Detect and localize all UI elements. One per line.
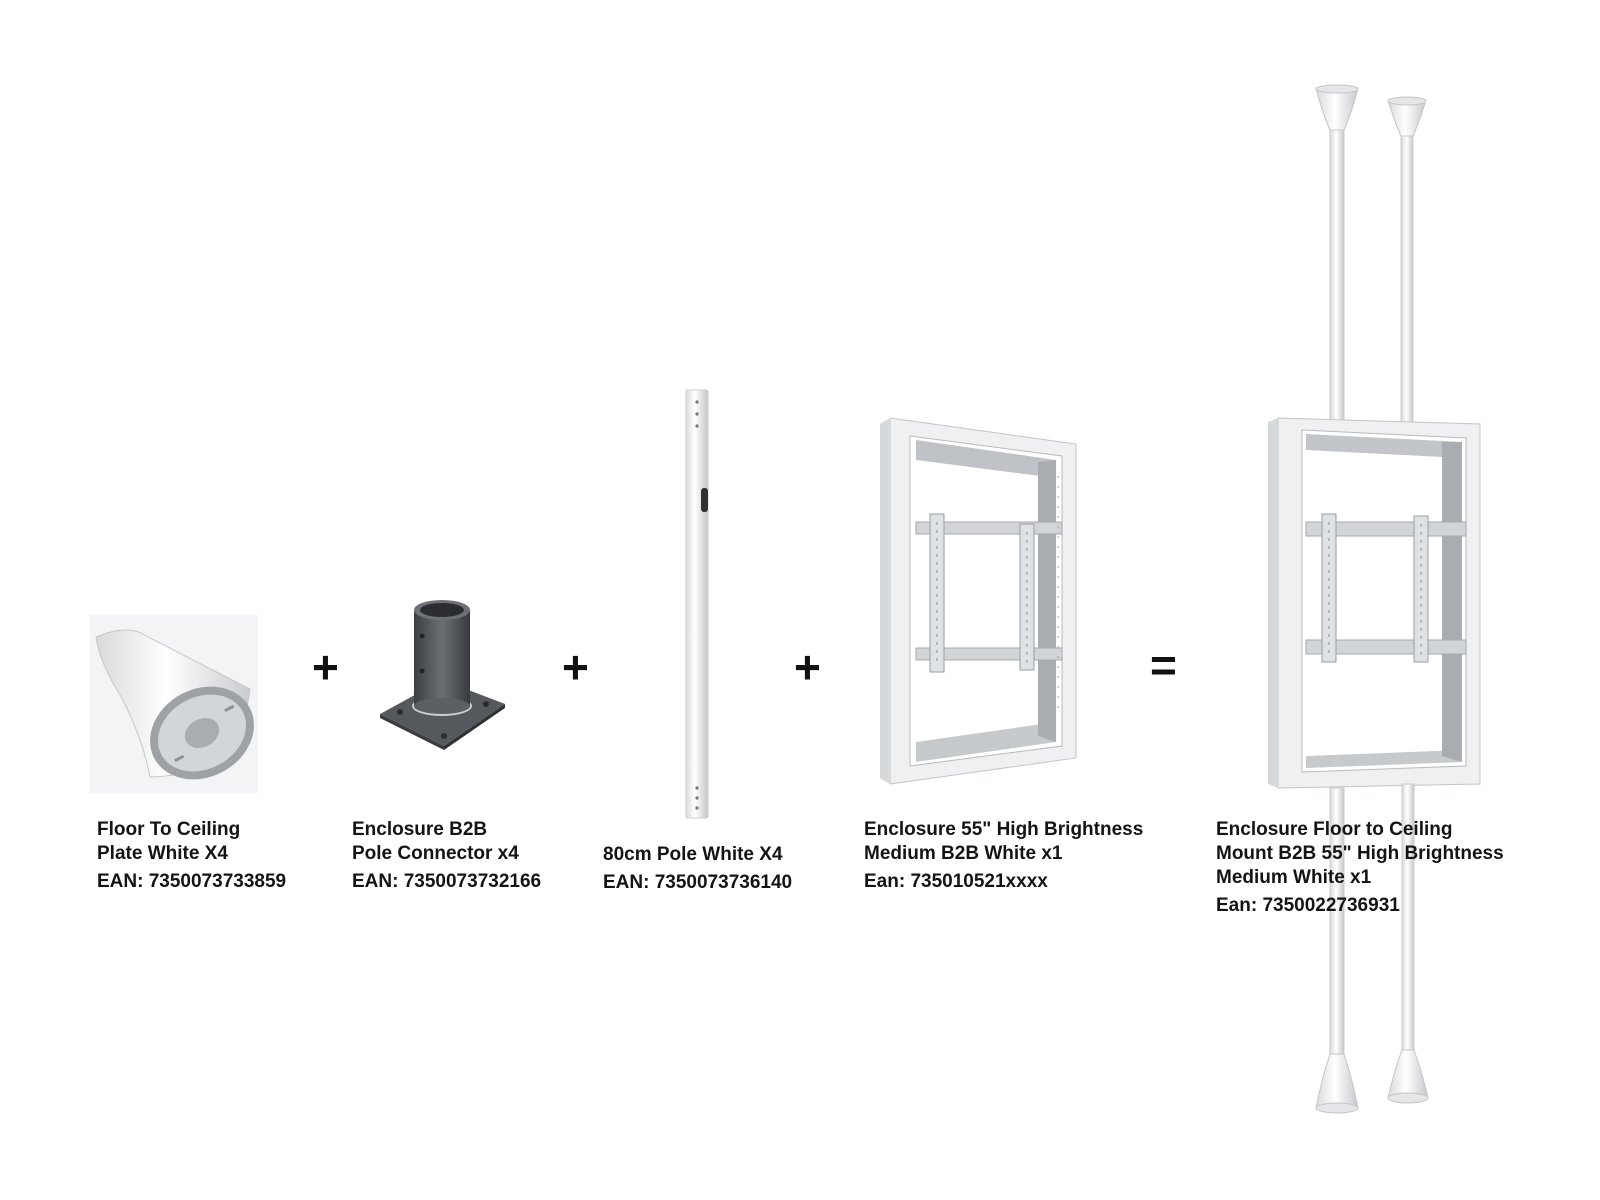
product-name-line: Medium B2B White x1 xyxy=(864,843,1063,864)
pole-connector-icon xyxy=(380,600,505,750)
product-name-line: 80cm Pole White X4 xyxy=(603,844,783,865)
plus-operator: + xyxy=(562,641,589,693)
result-caption: Enclosure Floor to Ceiling Mount B2B 55"… xyxy=(1216,818,1504,918)
product-ean: EAN: 7350073733859 xyxy=(97,871,287,892)
product-name-line: Enclosure B2B xyxy=(352,819,488,840)
result-name-line: Mount B2B 55" High Brightness xyxy=(1216,843,1504,864)
product-ean: Ean: 735010521xxxx xyxy=(864,871,1048,892)
result-ean: Ean: 7350022736931 xyxy=(1216,895,1400,916)
product-name-line: Plate White X4 xyxy=(97,843,228,864)
result-name-line: Enclosure Floor to Ceiling xyxy=(1216,819,1453,840)
product-caption-enclosure: Enclosure 55" High Brightness Medium B2B… xyxy=(864,818,1143,894)
product-name-line: Floor To Ceiling xyxy=(97,819,241,840)
product-ean: EAN: 7350073736140 xyxy=(603,872,793,893)
enclosure-frame-icon xyxy=(880,417,1077,785)
result-name-line: Medium White x1 xyxy=(1216,867,1372,888)
ceiling-plate-icon xyxy=(90,615,258,793)
product-caption-pole-connector: Enclosure B2B Pole Connector x4 EAN: 735… xyxy=(352,818,541,894)
plus-operator: + xyxy=(794,641,821,693)
product-caption-ceiling-plate: Floor To Ceiling Plate White X4 EAN: 735… xyxy=(97,818,286,894)
product-caption-pole: 80cm Pole White X4 EAN: 7350073736140 xyxy=(603,843,792,895)
product-name-line: Pole Connector x4 xyxy=(352,843,519,864)
product-name-line: Enclosure 55" High Brightness xyxy=(864,819,1144,840)
pole-icon xyxy=(685,389,709,819)
equals-operator: = xyxy=(1150,639,1177,691)
plus-operator: + xyxy=(312,641,339,693)
product-ean: EAN: 7350073732166 xyxy=(352,871,542,892)
floor-to-ceiling-mount-icon xyxy=(1268,84,1481,1114)
